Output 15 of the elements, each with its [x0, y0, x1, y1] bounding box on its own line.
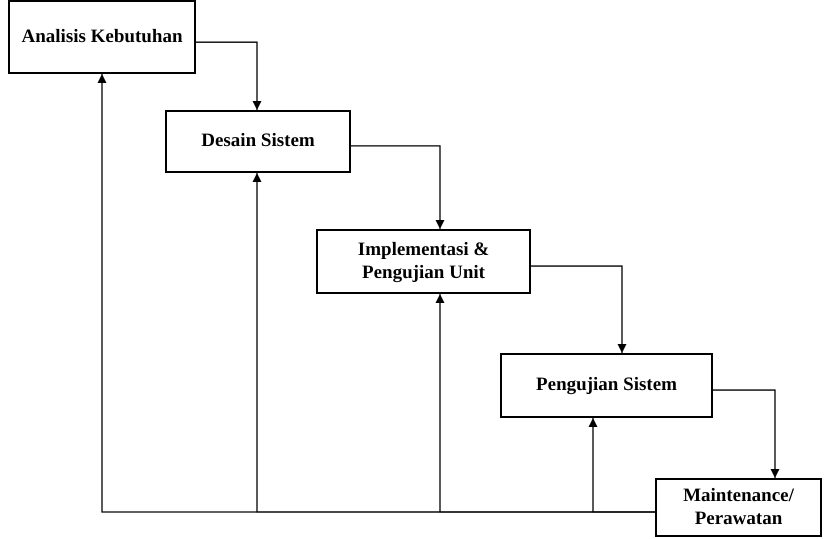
step-label: Analisis Kebutuhan [21, 26, 183, 48]
arrow [196, 42, 262, 110]
process-box [316, 229, 531, 294]
step-label: Desain Sistem [201, 130, 315, 153]
process-box [165, 110, 351, 173]
process-box [8, 0, 196, 74]
arrow [588, 418, 655, 513]
process-box [500, 353, 713, 418]
step-label: Pengujian Sistem [536, 374, 677, 397]
step-label: Maintenance/ Perawatan [682, 484, 795, 530]
arrow [531, 265, 626, 353]
step-label: Implementasi & Pengujian Unit [356, 238, 490, 284]
process-box [655, 478, 822, 537]
arrow [713, 389, 780, 478]
arrow [351, 145, 444, 229]
